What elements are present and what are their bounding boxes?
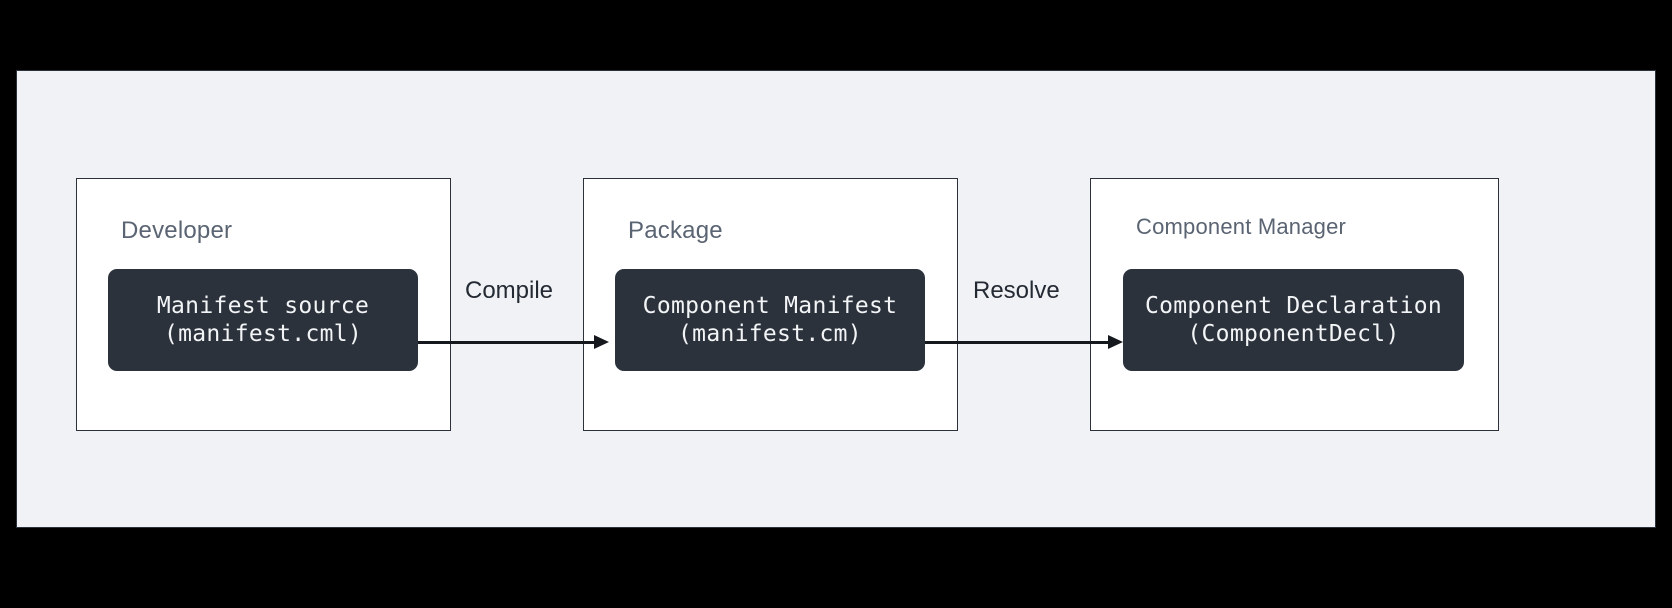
group-title-developer: Developer xyxy=(121,217,233,244)
edge-compile xyxy=(418,335,609,349)
edge-compile-line xyxy=(418,341,596,344)
group-title-package: Package xyxy=(628,217,723,244)
edge-label-resolve: Resolve xyxy=(969,277,1064,305)
arrowhead-icon xyxy=(594,335,609,349)
node-manifest-source-line2: (manifest.cml) xyxy=(163,321,363,347)
edge-resolve-line xyxy=(925,341,1110,344)
node-component-declaration-line1: Component Declaration xyxy=(1144,292,1443,319)
group-title-component-manager: Component Manager xyxy=(1136,214,1347,239)
edge-resolve xyxy=(925,335,1123,349)
node-component-manifest-line2: (manifest.cm) xyxy=(678,321,862,347)
node-component-declaration-line2: (ComponentDecl) xyxy=(1187,321,1400,347)
node-manifest-source-line1: Manifest source xyxy=(156,292,370,319)
edge-label-compile: Compile xyxy=(461,277,558,305)
arrowhead-icon xyxy=(1108,335,1123,349)
diagram-canvas: Developer Package Component Manager Mani… xyxy=(16,70,1656,528)
node-component-manifest: Component Manifest (manifest.cm) xyxy=(615,269,925,371)
node-component-declaration: Component Declaration (ComponentDecl) xyxy=(1123,269,1464,371)
node-manifest-source: Manifest source (manifest.cml) xyxy=(108,269,418,371)
node-component-manifest-line1: Component Manifest xyxy=(642,292,898,319)
